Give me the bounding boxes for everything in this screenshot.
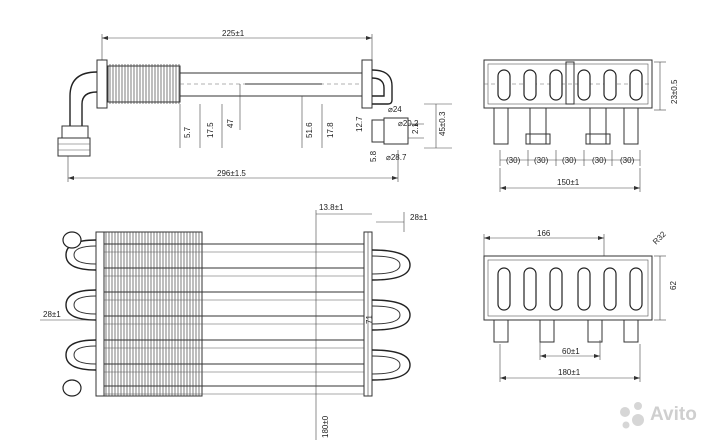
dim-13-8: 13.8±1 (319, 203, 344, 212)
dim-5-7: 5.7 (183, 126, 192, 138)
side-view: 225±1 5.7 17.5 47 51.6 17.8 1 (57, 29, 452, 182)
pitch-1: (30) (506, 156, 521, 165)
loop-shape (497, 69, 511, 101)
leg-shape (587, 319, 603, 343)
loop-shape (523, 267, 537, 311)
dim-225: 225±1 (222, 29, 245, 38)
leg-shape (539, 319, 555, 343)
loop-shape (549, 69, 563, 101)
leg-shape (585, 133, 611, 145)
u-bend (371, 249, 411, 281)
dim-12-7: 12.7 (355, 116, 364, 132)
dim-296: 296±1.5 (217, 169, 246, 178)
dim-180-v: 180±0 (321, 415, 330, 438)
dim-17-8: 17.8 (326, 122, 335, 138)
dim-47: 47 (226, 119, 235, 128)
loop-shape (577, 267, 591, 311)
top-view: 13.8±1 28±1 28±1 71 180±0 (40, 203, 428, 440)
leg-shape (525, 133, 551, 145)
dim-5-8: 5.8 (369, 150, 378, 162)
dim-45: 45±0.3 (438, 111, 447, 136)
u-bend (371, 299, 411, 331)
dim-17-5: 17.5 (206, 122, 215, 138)
dim-166: 166 (537, 229, 551, 238)
dim-51-6: 51.6 (305, 122, 314, 138)
pitch-4: (30) (592, 156, 607, 165)
dim-180: 180±1 (558, 368, 581, 377)
u-bend (371, 355, 401, 375)
loop-shape (549, 267, 563, 311)
avito-watermark: Avito (620, 402, 697, 429)
watermark-text: Avito (650, 404, 697, 425)
u-bend (65, 339, 97, 371)
u-bend (371, 255, 401, 275)
u-bend (371, 349, 411, 381)
dim-28-left: 28±1 (43, 310, 61, 319)
u-bend (73, 295, 97, 315)
dim-60: 60±1 (562, 347, 580, 356)
avito-logo-icon (620, 402, 644, 429)
u-bend (371, 305, 401, 325)
pitch-5: (30) (620, 156, 635, 165)
dim-2-1: 2.1 (411, 122, 420, 134)
dim-dia-20-2: ⌀20.2 (398, 119, 419, 128)
tube-end (62, 231, 82, 249)
dim-r32: R32 (651, 229, 668, 246)
loop-shape (497, 267, 511, 311)
dim-28-top: 28±1 (410, 213, 428, 222)
loop-shape (603, 267, 617, 311)
dim-23: 23±0.5 (670, 79, 679, 104)
pitch-2: (30) (534, 156, 549, 165)
dim-150: 150±1 (557, 178, 580, 187)
loop-shape (629, 69, 643, 101)
loop-shape (603, 69, 617, 101)
dim-dia-24: ⌀24 (388, 105, 402, 114)
dim-62: 62 (669, 281, 678, 290)
pitch-3: (30) (562, 156, 577, 165)
u-bend (73, 345, 97, 365)
end-view-top: 23±0.5 (30) (30) (30) (30) (30) 150±1 (483, 59, 679, 192)
dim-dia-28-7: ⌀28.7 (386, 153, 407, 162)
tube-end (62, 379, 82, 397)
loop-shape (577, 69, 591, 101)
leg-shape (589, 107, 607, 145)
center-bar (565, 61, 575, 105)
leg-shape (529, 107, 547, 145)
loop-shape (629, 267, 643, 311)
dim-71: 71 (365, 315, 374, 324)
u-bend (65, 289, 97, 321)
loop-shape (523, 69, 537, 101)
u-bend (73, 245, 97, 265)
end-view-bottom: 166 R32 62 60±1 180±1 (483, 229, 678, 382)
